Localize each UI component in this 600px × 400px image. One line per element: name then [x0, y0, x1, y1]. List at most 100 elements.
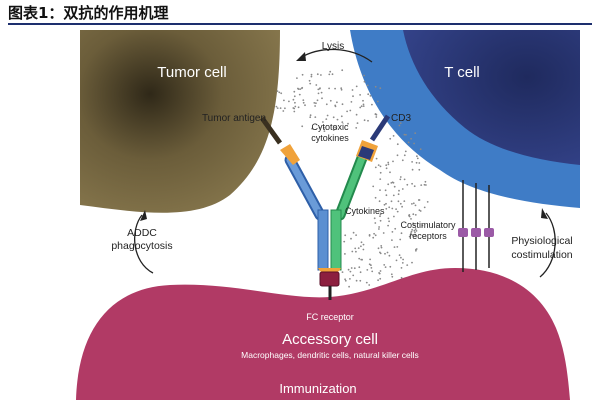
- cd3-label: CD3: [391, 113, 411, 124]
- addc-arrow: ADDC phagocytosis: [111, 210, 173, 274]
- cytokine-dot: [413, 224, 415, 227]
- cytokine-dot: [374, 85, 377, 88]
- cytokine-dot: [404, 150, 407, 153]
- cytokine-dot: [293, 110, 296, 113]
- cytokine-dot: [413, 185, 416, 188]
- cytokine-dot: [344, 279, 347, 282]
- cytokine-dot: [400, 232, 403, 235]
- cytokine-dot: [293, 107, 296, 110]
- cytokine-dot: [392, 194, 395, 197]
- cytokine-dot: [366, 269, 369, 271]
- receptor-marker: [484, 228, 494, 237]
- cytokine-dot: [393, 246, 396, 249]
- cytokine-dot: [377, 164, 380, 167]
- addc-label-line2: phagocytosis: [111, 240, 172, 252]
- cytokine-dot: [412, 222, 415, 225]
- cytokine-dot: [309, 82, 312, 85]
- cytokine-dot: [355, 234, 357, 237]
- cytokine-dot: [396, 143, 399, 146]
- cytokine-dot: [294, 105, 297, 108]
- physiological-label-line2: costimulation: [511, 249, 572, 261]
- cytokine-dot: [355, 127, 358, 129]
- cytokine-dot: [329, 70, 332, 73]
- cytokine-dot: [358, 257, 361, 260]
- cytokine-dot: [340, 87, 343, 90]
- cytokine-dot: [344, 234, 347, 237]
- cytokine-dot: [391, 231, 394, 233]
- cytokine-dot: [341, 121, 344, 123]
- cytokine-dot: [374, 222, 377, 224]
- cytokine-dot: [414, 231, 416, 234]
- cytokine-dot: [426, 201, 429, 203]
- cytokine-dot: [336, 118, 339, 121]
- cytokine-dot: [411, 203, 413, 205]
- cytokine-dot: [336, 101, 338, 104]
- cytokine-dot: [288, 100, 290, 103]
- cytokine-dot: [359, 106, 362, 109]
- cytokine-dot: [276, 90, 279, 92]
- cytokine-dot: [354, 247, 357, 250]
- tumor-antigen-stalk: [259, 116, 283, 145]
- cytokine-dot: [408, 235, 411, 238]
- cytokine-dot: [302, 99, 305, 101]
- cytokine-dot: [379, 219, 382, 222]
- cytokine-dot: [378, 226, 380, 228]
- cytokine-dot: [276, 107, 279, 109]
- cytokine-dot: [331, 73, 334, 76]
- cytokine-dot: [407, 141, 410, 144]
- cytokine-dot: [375, 157, 378, 160]
- cytokine-dot: [359, 271, 362, 274]
- cytokine-dot: [379, 87, 382, 90]
- cytokine-dot: [414, 214, 417, 216]
- cytokine-dot: [367, 119, 369, 122]
- cytokine-dot: [311, 127, 313, 130]
- cytokine-dot: [418, 168, 421, 171]
- cytokine-dot: [417, 199, 420, 201]
- cytokine-dot: [325, 118, 328, 120]
- cytokine-dot: [379, 270, 382, 272]
- cytokine-dot: [401, 188, 404, 190]
- cytokine-dot: [372, 236, 375, 239]
- cytokine-dot: [385, 164, 388, 167]
- cytokine-dot: [352, 274, 355, 277]
- cytokine-dot: [355, 250, 357, 253]
- cytokine-dot: [384, 252, 386, 255]
- cytokine-dot: [301, 125, 304, 128]
- cytokine-dot: [347, 268, 350, 271]
- cd3-stalk: [369, 114, 391, 142]
- cytokine-dot: [374, 196, 377, 199]
- cytokine-dot: [296, 77, 298, 79]
- cytokine-dot: [341, 103, 344, 106]
- cytokine-dot: [298, 93, 301, 96]
- t-cell: T cell: [350, 30, 580, 208]
- cytokine-dot: [275, 105, 278, 108]
- cytokine-dot: [393, 185, 396, 188]
- cytokine-dot: [309, 114, 312, 117]
- cytokine-dot: [399, 122, 402, 124]
- cytokine-dot: [351, 250, 354, 253]
- cytokine-dot: [383, 264, 386, 266]
- cytokine-dot: [387, 161, 390, 164]
- fc-receptor: [319, 271, 340, 287]
- cytokine-dot: [316, 73, 319, 76]
- cytokine-dot: [420, 184, 423, 187]
- figure-title: 图表1：双抗的作用机理: [8, 4, 169, 22]
- cytokine-dot: [394, 227, 397, 230]
- cytokine-dot: [396, 210, 399, 213]
- cytokine-dot: [379, 165, 382, 168]
- cytokine-dot: [400, 276, 403, 279]
- cytokine-dot: [352, 231, 355, 234]
- cytokine-dot: [293, 90, 296, 93]
- cytokine-dot: [397, 193, 400, 196]
- cytokine-dot: [405, 133, 407, 136]
- cytokine-dot: [402, 258, 404, 261]
- cytokine-dot: [369, 95, 372, 97]
- cytokine-dot: [362, 105, 365, 107]
- cytokine-dot: [379, 189, 381, 192]
- cytokine-dot: [393, 215, 395, 218]
- accessory-cell-label: Accessory cell: [282, 331, 378, 348]
- cytokine-dot: [348, 285, 350, 288]
- immunization-label: Immunization: [279, 381, 356, 396]
- cytokine-dot: [360, 245, 362, 248]
- cytokine-dot: [388, 254, 391, 257]
